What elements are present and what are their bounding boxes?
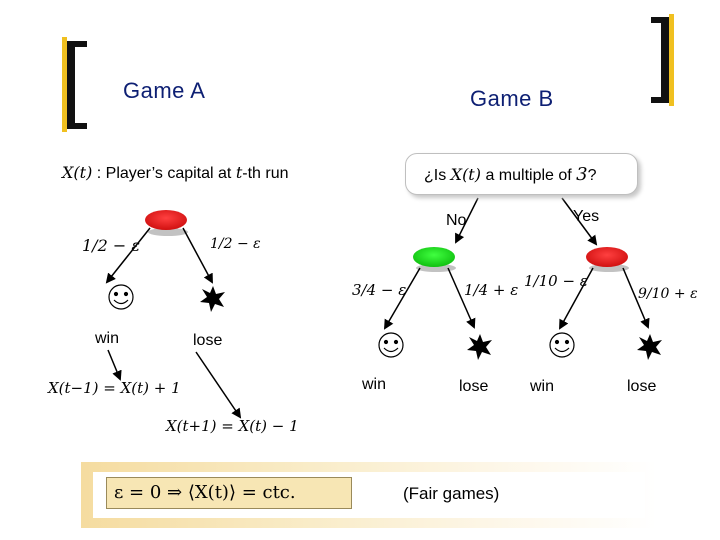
smiley-icon	[378, 332, 404, 358]
arrow-a-win	[107, 349, 122, 381]
game-a-lose-formula: X(t+1) = X(t) − 1	[166, 417, 299, 435]
arrow-b-2	[447, 267, 476, 329]
branch-yes-label: Yes	[573, 208, 600, 225]
question-prefix: ¿Is	[424, 167, 447, 184]
capital-t-symbol: t	[235, 163, 243, 182]
star-icon	[467, 334, 492, 360]
arrow-b-yes	[561, 197, 598, 246]
smiley-icon	[549, 332, 575, 358]
question-number: 3	[576, 164, 588, 185]
game-b-prob-3: 1/10 − ε	[524, 272, 588, 290]
game-a-right-prob: 1/2 − ε	[210, 236, 261, 252]
smiley-icon	[108, 284, 134, 310]
arrow-b-1	[383, 267, 421, 330]
arrow-b-4	[622, 267, 650, 329]
fair-formula: ε = 0 ⇒ ⟨X(t)⟩ = ctc.	[114, 482, 296, 503]
capital-symbol: X(t)	[62, 163, 93, 182]
game-a-lose-label: lose	[193, 332, 223, 349]
game-b-outcome-2: lose	[459, 378, 489, 395]
game-b-outcome-4: lose	[627, 378, 657, 395]
question-suffix: ?	[587, 167, 597, 184]
game-b-prob-1: 3/4 − ε	[352, 281, 407, 299]
game-b-outcome-1: win	[362, 376, 387, 393]
game-a-title: Game A	[123, 78, 206, 103]
question-box	[405, 153, 638, 195]
game-a-left-prob: 1/2 − ε	[82, 236, 140, 255]
arrow-a-lose	[195, 351, 242, 419]
game-b-green-coin-icon	[413, 247, 456, 272]
arrow-b-3	[559, 267, 594, 330]
game-b-prob-2: 1/4 + ε	[464, 281, 519, 299]
fair-formula-box	[106, 477, 352, 509]
game-b-red-coin-icon	[586, 247, 629, 272]
game-a-win-label: win	[95, 330, 120, 347]
fair-games-label: (Fair games)	[403, 484, 500, 503]
branch-no-label: No	[446, 212, 467, 229]
game-b-title: Game B	[470, 86, 554, 111]
question-middle: a multiple of	[485, 167, 572, 184]
star-icon	[200, 286, 225, 312]
right-bracket-icon	[651, 14, 674, 106]
capital-definition: X(t) : Player’s capital at t-th run	[62, 163, 289, 183]
capital-suffix: -th run	[242, 165, 289, 182]
arrow-a-right	[182, 227, 213, 284]
arrow-b-no	[455, 197, 479, 244]
game-a-win-formula: X(t−1) = X(t) + 1	[48, 379, 181, 397]
game-b-outcome-3: win	[530, 378, 555, 395]
question-symbol: X(t)	[450, 165, 481, 184]
question-text: ¿Is X(t) a multiple of 3?	[424, 164, 597, 185]
capital-text: : Player’s capital at	[96, 165, 232, 182]
star-icon	[637, 334, 662, 360]
left-bracket-icon	[62, 37, 87, 132]
arrow-a-left	[105, 227, 151, 284]
game-b-prob-4: 9/10 + ε	[638, 286, 698, 302]
game-a-coin-icon	[145, 210, 188, 236]
